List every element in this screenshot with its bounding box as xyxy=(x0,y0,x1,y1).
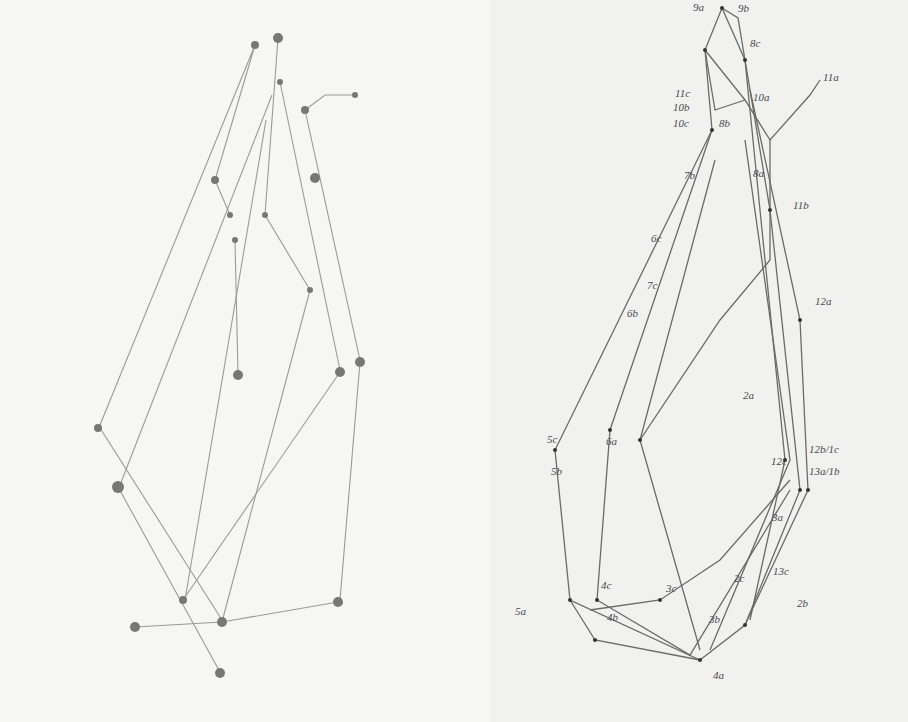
left-dots xyxy=(94,33,365,678)
point-label: 13a/1b xyxy=(808,466,841,477)
point-label: 10c xyxy=(672,118,690,129)
point-label: 4b xyxy=(606,612,619,623)
right-lines xyxy=(555,8,820,660)
point-label: 8c xyxy=(749,38,761,49)
point-label: 3c xyxy=(665,583,677,594)
point-label: 6c xyxy=(650,233,662,244)
point-label: 12a xyxy=(814,296,833,307)
point-label: 7b xyxy=(683,170,696,181)
point-label: 4a xyxy=(712,670,725,681)
point-label: 13c xyxy=(772,566,790,577)
point-label: 12c xyxy=(770,456,788,467)
point-label: 6b xyxy=(626,308,639,319)
right-photo xyxy=(490,0,908,722)
point-label: 11b xyxy=(792,200,810,211)
point-label: 2c xyxy=(733,573,745,584)
point-label: 5a xyxy=(514,606,527,617)
point-label: 9b xyxy=(737,3,750,14)
point-label: 8a xyxy=(752,168,765,179)
point-label: 10a xyxy=(752,92,771,103)
point-label: 7c xyxy=(646,280,658,291)
point-label: 4c xyxy=(600,580,612,591)
point-label: 5b xyxy=(550,466,563,477)
point-label: 2a xyxy=(742,390,755,401)
point-label: 3b xyxy=(708,614,721,625)
right-dots xyxy=(553,6,810,662)
point-label: 6a xyxy=(605,436,618,447)
point-label: 11a xyxy=(822,72,840,83)
point-label: 9a xyxy=(692,2,705,13)
point-label: 11c xyxy=(674,88,691,99)
point-label: 5c xyxy=(546,434,558,445)
point-label: 3a xyxy=(771,512,784,523)
point-label: 8b xyxy=(718,118,731,129)
point-label: 12b/1c xyxy=(808,444,840,455)
point-label: 2b xyxy=(796,598,809,609)
left-lines xyxy=(100,38,360,672)
left-photo xyxy=(0,0,490,722)
point-label: 10b xyxy=(672,102,691,113)
